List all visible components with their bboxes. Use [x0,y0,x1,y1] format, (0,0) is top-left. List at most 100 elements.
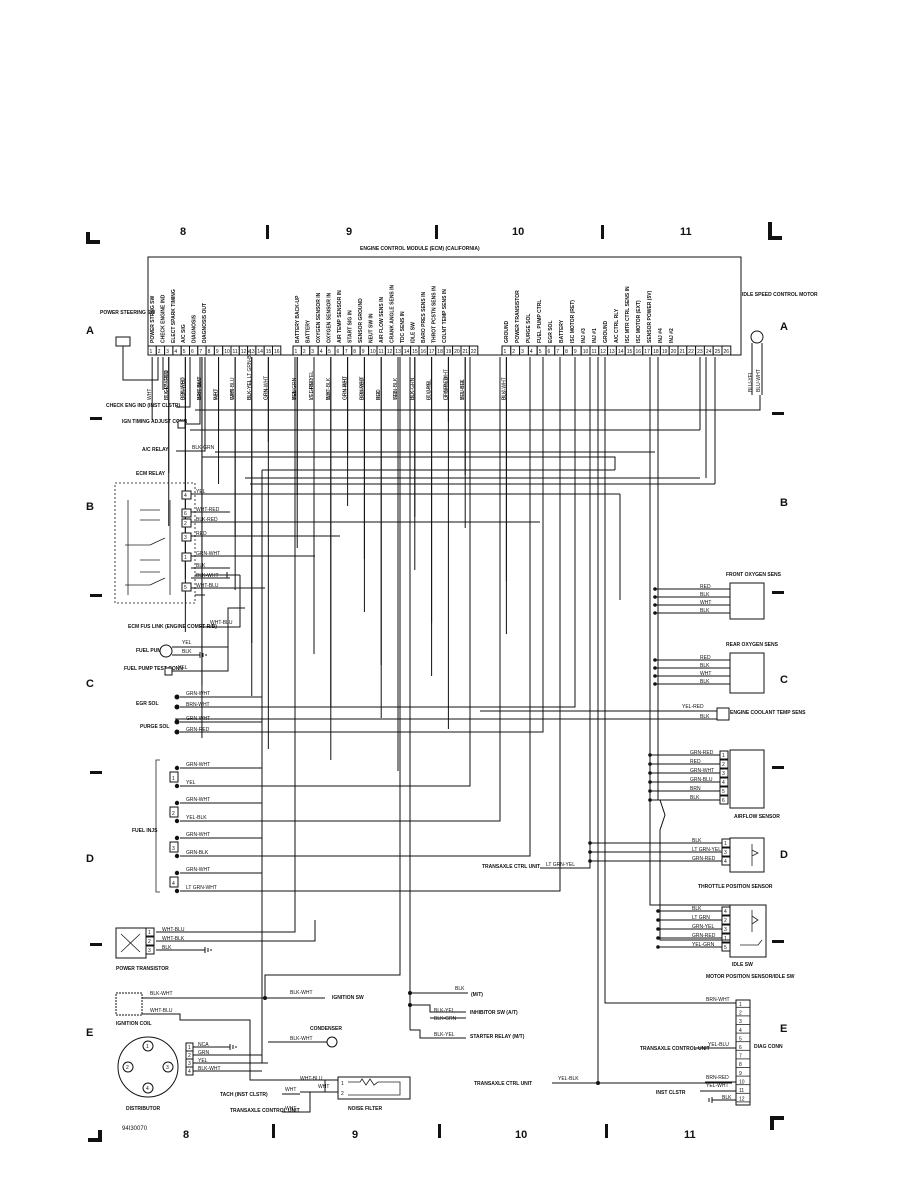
ecm-wire-color: GRN-RED [443,376,449,400]
condenser-symbol [326,1036,338,1048]
ecm-wire-color: BLU-YEL [460,379,466,400]
sensor-wire-junction [653,666,657,670]
ecm-wire-color: YEL-BLK [460,379,466,400]
diag-pin-number: 11 [739,1088,744,1094]
ecm-relay-pin-box [181,518,192,528]
noise-filter-label: NOISE FILTER [348,1106,382,1112]
ecm-relay-pin-number: 2 [184,521,187,527]
ecm-pin-function-label: SENSOR POWER (5V) [647,290,653,343]
injector-terminal [174,835,180,841]
ac-relay-label: A/C RELAY [142,447,169,453]
col-label-bottom-8: 8 [183,1129,189,1141]
row-label-e-right: E [780,1023,787,1035]
ecm-pin-number: 6 [337,349,340,355]
ecm-pin-number: 21 [463,349,469,355]
fuel-pump-label: FUEL PUMP [136,648,165,654]
col-label-8: 8 [180,226,186,238]
ecm-relay-wire-label: BLK [196,563,206,569]
power-steering-sw-label: POWER STEERING SW [100,310,156,316]
sensor-pin-box [721,942,731,952]
injector-wire [180,357,501,822]
coolant-wire-1: YEL-RED [682,704,704,710]
sensor-wire-junction [653,595,657,599]
sensor-wire-label: WHT [700,600,711,606]
sensor-wire-label: GRN-BLU [690,777,713,783]
sensor-pin-box [719,786,729,796]
col-label-10: 10 [512,226,524,238]
ecm-pin-number: 2 [158,349,161,355]
transaxle-wire2: YEL-BLK [558,1076,579,1082]
sensor-pin-box [721,933,731,943]
ecm-pin-number: 10 [370,349,376,355]
ecm-pin-number: 3 [311,349,314,355]
isc-wire-1: BLU-YEL [748,371,754,392]
ecm-relay-wire-label: BLK-WHT [196,573,219,579]
blk-mt-wire: BLK [455,986,465,992]
sensor-pin-number: 5 [722,789,725,795]
ecm-pin-function-label: DIAGNOSIS [192,314,198,343]
sensor-wire-junction [656,945,660,949]
ecm-relay-pin-number: 4 [184,493,187,499]
ecm: ENGINE CONTROL MODULE (ECM) (CALIFORNIA)… [147,246,742,356]
ecm-pin-function-label: GROUND [603,320,609,343]
ecm-wire-color: RED [214,389,220,400]
sensor-wire-label: RED [690,759,701,765]
wht-label-1: WHT [318,1084,329,1090]
throttle-box [729,837,765,873]
inhibitor-label: INHIBITOR SW (A/T) [470,1010,518,1016]
ecm-pin-number: 1 [504,349,507,355]
ecm-wire-color: BLU-RED [359,378,365,400]
diag-label: DIAG CONN [754,1044,783,1050]
sensor-wire-label: GRN-YEL [692,924,714,930]
ecm-pin-number: 13 [609,349,615,355]
diag-pin-number: 4 [739,1028,742,1034]
ecm-pin-function-label: INJ #4 [658,328,664,343]
coolant-sensor: ENGINE COOLANT TEMP SENS YEL-RED BLK [175,704,806,721]
sensor-wire-label: BLK [700,608,710,614]
ecm-pin-function-label: EGR SOL [548,320,554,343]
ecm-wire-color: LT GRN [427,382,433,400]
ecm-pin-function-label: ISC MOTOR (EXT) [636,300,642,343]
diag-pin-number: 12 [739,1097,745,1103]
condenser-label: CONDENSER [310,1026,342,1032]
sensor-pin-box [721,847,731,857]
isc-motor-label: IDLE SPEED CONTROL MOTOR [742,292,818,298]
ecm-pin-function-label: INJ #2 [669,328,675,343]
sensor-wire-junction [653,658,657,662]
ecm-pin-number: 7 [199,349,202,355]
ecm-wire-color: BLK [410,390,416,400]
egr-wire-2: BRN-WHT [186,702,210,708]
ecm-wire-color: RED [376,389,382,400]
ecm-wire-color: BRN-WHT [359,376,365,400]
egr-sol: EGR SOL GRN-WHT BRN-WHT [136,357,576,710]
ecm-wire-color: BLK [501,390,507,400]
transaxle-ctrl-unit2-label: TRANSAXLE CTRL UNIT [474,1081,532,1087]
sensor-pin-number: 1 [724,841,727,847]
noise-filter-box [337,1076,411,1100]
ecm-pin-function-label: THROT PCSTN SENS IN [432,286,438,343]
injector-terminal [174,853,180,859]
ecm-pin-function-label: PURGE SOL [526,314,532,343]
sensor-wire-label: GRN-RED [692,933,716,939]
diag-wire-4: YEL-WHT [706,1083,729,1089]
ignition-coil-label: IGNITION COIL [116,1021,152,1027]
airflow-label: AIRFLOW SENSOR [734,814,780,820]
row-label-a-left: A [86,325,94,337]
ecm-wire-color: GRN-WHT [263,376,269,400]
pt-wire-label: WHT-BLK [162,936,185,942]
ecm-wire-color: YEL-RED [309,378,315,400]
sensor-wire-junction [653,603,657,607]
ecm-pin-number: 19 [446,349,452,355]
nf-pin-1: 1 [341,1081,344,1087]
ecm-pin-number: 4 [530,349,533,355]
ecm-pin-function-label: BATTERY [559,319,565,343]
ecm-pin-number: 1 [295,349,298,355]
sensor-wire-label: BLK [692,906,702,912]
ecm-wire-color: WHT-BLK [326,377,332,400]
sensor-wire-label: LT GRN [692,915,710,921]
fuel-pump-wire-2: BLK [182,649,192,655]
diag-wire-3: BRN-RED [706,1075,729,1081]
ecm-pin-number: 14 [404,349,410,355]
